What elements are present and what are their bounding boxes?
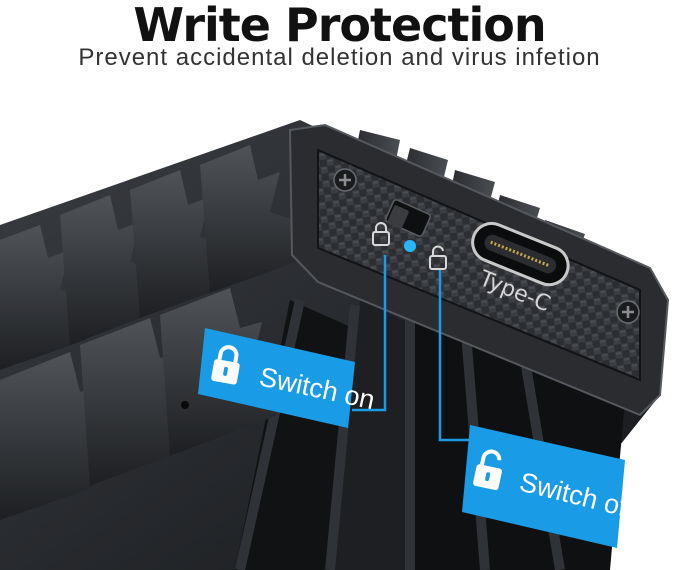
usb-c-port: [471, 221, 570, 287]
lock-closed-icon: [211, 345, 240, 385]
page-title: Write Protection: [133, 0, 546, 52]
leader-lines: [352, 255, 470, 442]
write-protect-switch[interactable]: [385, 199, 431, 237]
lock-open-icon: [429, 245, 447, 270]
status-led: [404, 240, 416, 252]
lock-open-icon: [473, 449, 502, 491]
switch-on-callout: Switch on: [198, 328, 377, 428]
page-subtitle: Prevent accidental deletion and virus in…: [78, 44, 601, 71]
screw-icon: [333, 168, 357, 192]
screw-icon: [616, 300, 640, 324]
lock-closed-icon: [372, 222, 390, 246]
switch-off-callout: Switch off: [462, 425, 637, 548]
